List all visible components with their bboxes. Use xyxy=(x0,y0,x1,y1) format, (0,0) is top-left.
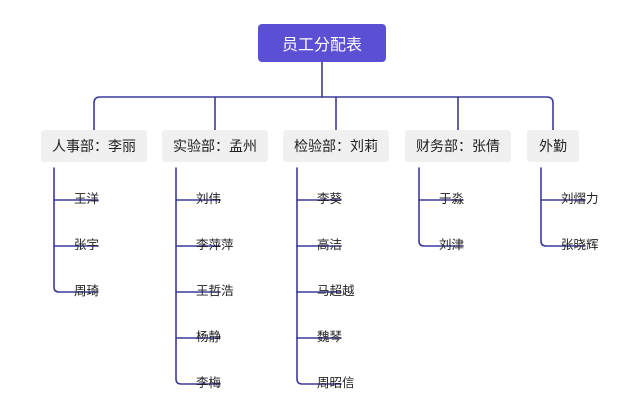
root-title: 员工分配表 xyxy=(281,35,362,54)
employee-label: 周昭信 xyxy=(317,375,355,390)
dept-bus-connector xyxy=(93,96,554,131)
dept-node-finance: 财务部：张倩 xyxy=(405,130,511,162)
member-spine-connector xyxy=(296,167,342,385)
member-spine-connector xyxy=(540,167,586,247)
dept-node-hr: 人事部：李丽 xyxy=(41,130,147,162)
member-spine-connector xyxy=(418,167,464,247)
employee-label: 杨静 xyxy=(196,329,222,344)
dept-label: 财务部：张倩 xyxy=(416,139,500,155)
dept-label: 检验部：刘莉 xyxy=(294,139,378,155)
dept-label: 外勤 xyxy=(539,139,567,155)
member-spine-connector xyxy=(53,167,99,293)
dept-label: 实验部：孟州 xyxy=(173,139,257,155)
dept-node-field: 外勤 xyxy=(527,130,579,162)
employee-label: 刘伟 xyxy=(196,191,222,206)
employee-label: 魏琴 xyxy=(317,329,343,344)
dept-node-lab: 实验部：孟州 xyxy=(162,130,268,162)
root-node: 员工分配表 xyxy=(258,24,386,62)
employee-label: 张晓辉 xyxy=(561,237,599,252)
dept-node-inspection: 检验部：刘莉 xyxy=(283,130,389,162)
employee-label: 李梅 xyxy=(196,375,222,390)
employee-label: 马超越 xyxy=(317,283,355,298)
employee-label: 王哲浩 xyxy=(196,283,234,298)
employee-label: 张宇 xyxy=(74,237,100,252)
member-spine-connector xyxy=(175,167,221,385)
employee-label: 高洁 xyxy=(317,237,343,252)
employee-label: 李葵 xyxy=(317,191,343,206)
employee-label: 刘熠力 xyxy=(561,191,599,206)
employee-label: 于淼 xyxy=(439,191,465,206)
dept-label: 人事部：李丽 xyxy=(52,139,136,155)
employee-label: 周琦 xyxy=(74,283,100,298)
employee-label: 王洋 xyxy=(74,191,100,206)
employee-label: 刘津 xyxy=(439,237,465,252)
employee-label: 李萍萍 xyxy=(196,237,234,252)
